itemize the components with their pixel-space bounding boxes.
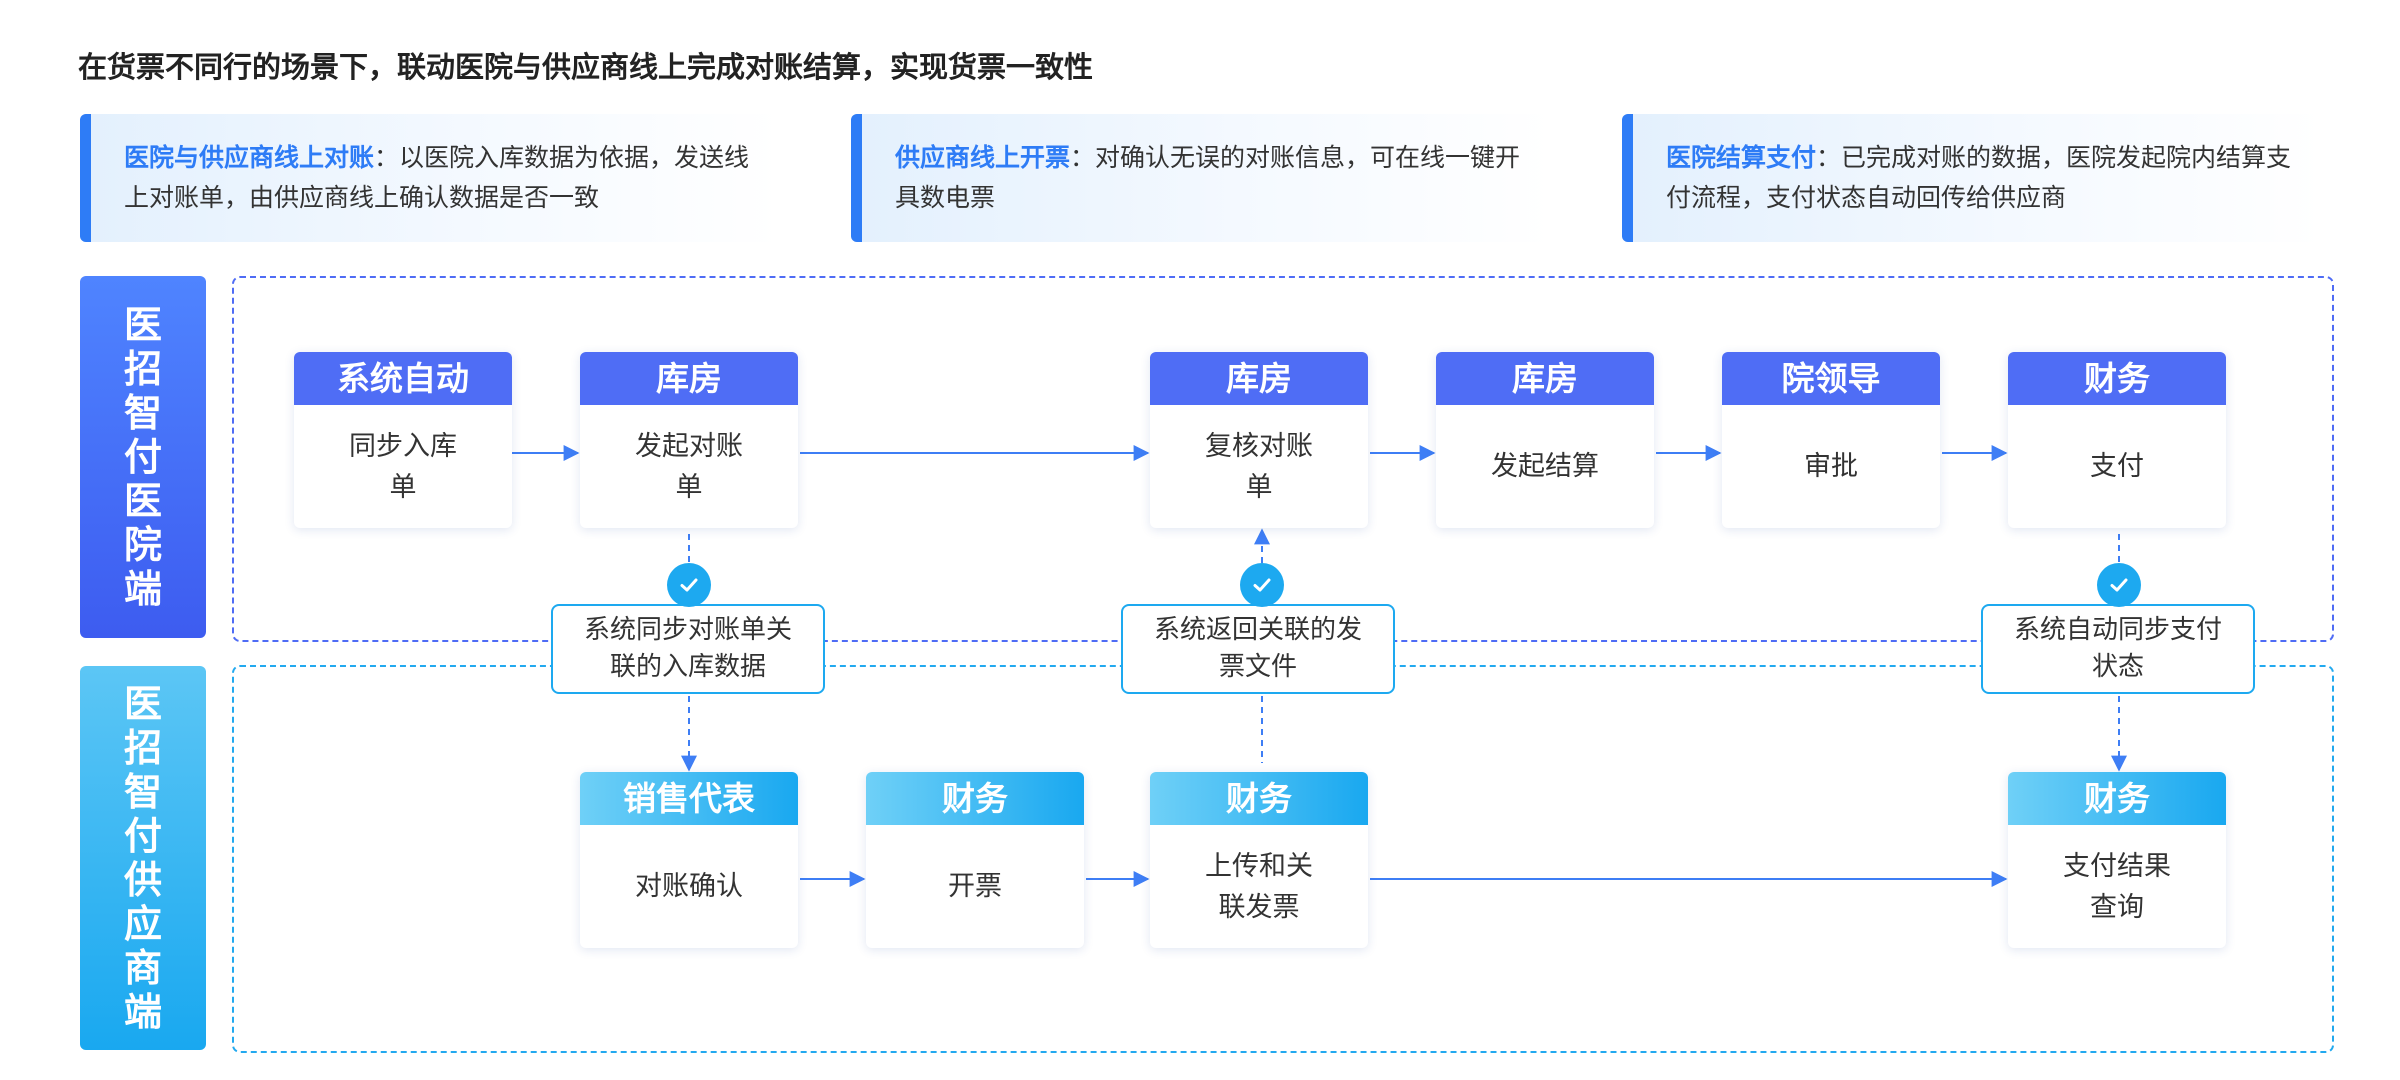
info-card-highlight: 医院与供应商线上对账 xyxy=(124,143,375,172)
step-card-approval: 院领导 审批 xyxy=(1722,352,1940,528)
step-action: 对账确认 xyxy=(635,871,743,902)
step-card-payment-query: 财务 支付结果查询 xyxy=(2008,772,2226,948)
step-action: 发起结算 xyxy=(1491,451,1599,482)
step-role: 系统自动 xyxy=(294,352,512,405)
info-card-invoicing: 供应商线上开票：对确认无误的对账信息，可在线一键开具数电票 xyxy=(851,114,1551,242)
step-role: 销售代表 xyxy=(580,772,798,825)
step-card-sync-inbound: 系统自动 同步入库单 xyxy=(294,352,512,528)
step-action: 审批 xyxy=(1804,451,1858,482)
lane-label-supplier: 医招智付供应商端 xyxy=(80,666,206,1050)
info-card-text: ：对确认无误的对账信息，可在线一键开具数电票 xyxy=(895,143,1521,212)
check-circle-icon xyxy=(2097,563,2141,607)
info-card-highlight: 供应商线上开票 xyxy=(895,143,1071,172)
step-role: 财务 xyxy=(1150,772,1368,825)
info-card-text: ：以医院入库数据为依据，发送线上对账单，由供应商线上确认数据是否一致 xyxy=(124,143,750,212)
step-card-review-statement: 库房 复核对账单 xyxy=(1150,352,1368,528)
step-action: 支付 xyxy=(2090,451,2144,482)
lane-label-hospital: 医招智付医院端 xyxy=(80,276,206,638)
info-card-reconciliation: 医院与供应商线上对账：以医院入库数据为依据，发送线上对账单，由供应商线上确认数据… xyxy=(80,114,780,242)
step-role: 库房 xyxy=(580,352,798,405)
info-card-highlight: 医院结算支付 xyxy=(1666,143,1817,172)
step-role: 财务 xyxy=(2008,772,2226,825)
info-card-text: ：已完成对账的数据，医院发起院内结算支付流程，支付状态自动回传给供应商 xyxy=(1666,143,2292,212)
step-card-upload-invoice: 财务 上传和关联发票 xyxy=(1150,772,1368,948)
step-action: 发起对账单 xyxy=(635,430,743,503)
step-card-issue-invoice: 财务 开票 xyxy=(866,772,1084,948)
sync-note-invoice: 系统返回关联的发票文件 xyxy=(1121,604,1395,694)
step-card-confirm-statement: 销售代表 对账确认 xyxy=(580,772,798,948)
step-action: 复核对账单 xyxy=(1205,430,1313,503)
check-circle-icon xyxy=(667,563,711,607)
step-card-initiate-statement: 库房 发起对账单 xyxy=(580,352,798,528)
check-circle-icon xyxy=(1240,563,1284,607)
step-role: 财务 xyxy=(2008,352,2226,405)
info-card-settlement: 医院结算支付：已完成对账的数据，医院发起院内结算支付流程，支付状态自动回传给供应… xyxy=(1622,114,2322,242)
page-title: 在货票不同行的场景下，联动医院与供应商线上完成对账结算，实现货票一致性 xyxy=(78,50,1094,84)
step-action: 开票 xyxy=(948,871,1002,902)
step-card-payment: 财务 支付 xyxy=(2008,352,2226,528)
step-action: 上传和关联发票 xyxy=(1205,850,1313,923)
step-action: 支付结果查询 xyxy=(2063,850,2171,923)
step-card-initiate-settlement: 库房 发起结算 xyxy=(1436,352,1654,528)
sync-note-statement: 系统同步对账单关联的入库数据 xyxy=(551,604,825,694)
step-role: 库房 xyxy=(1436,352,1654,405)
step-role: 库房 xyxy=(1150,352,1368,405)
step-role: 财务 xyxy=(866,772,1084,825)
step-action: 同步入库单 xyxy=(349,430,457,503)
sync-note-payment: 系统自动同步支付状态 xyxy=(1981,604,2255,694)
step-role: 院领导 xyxy=(1722,352,1940,405)
